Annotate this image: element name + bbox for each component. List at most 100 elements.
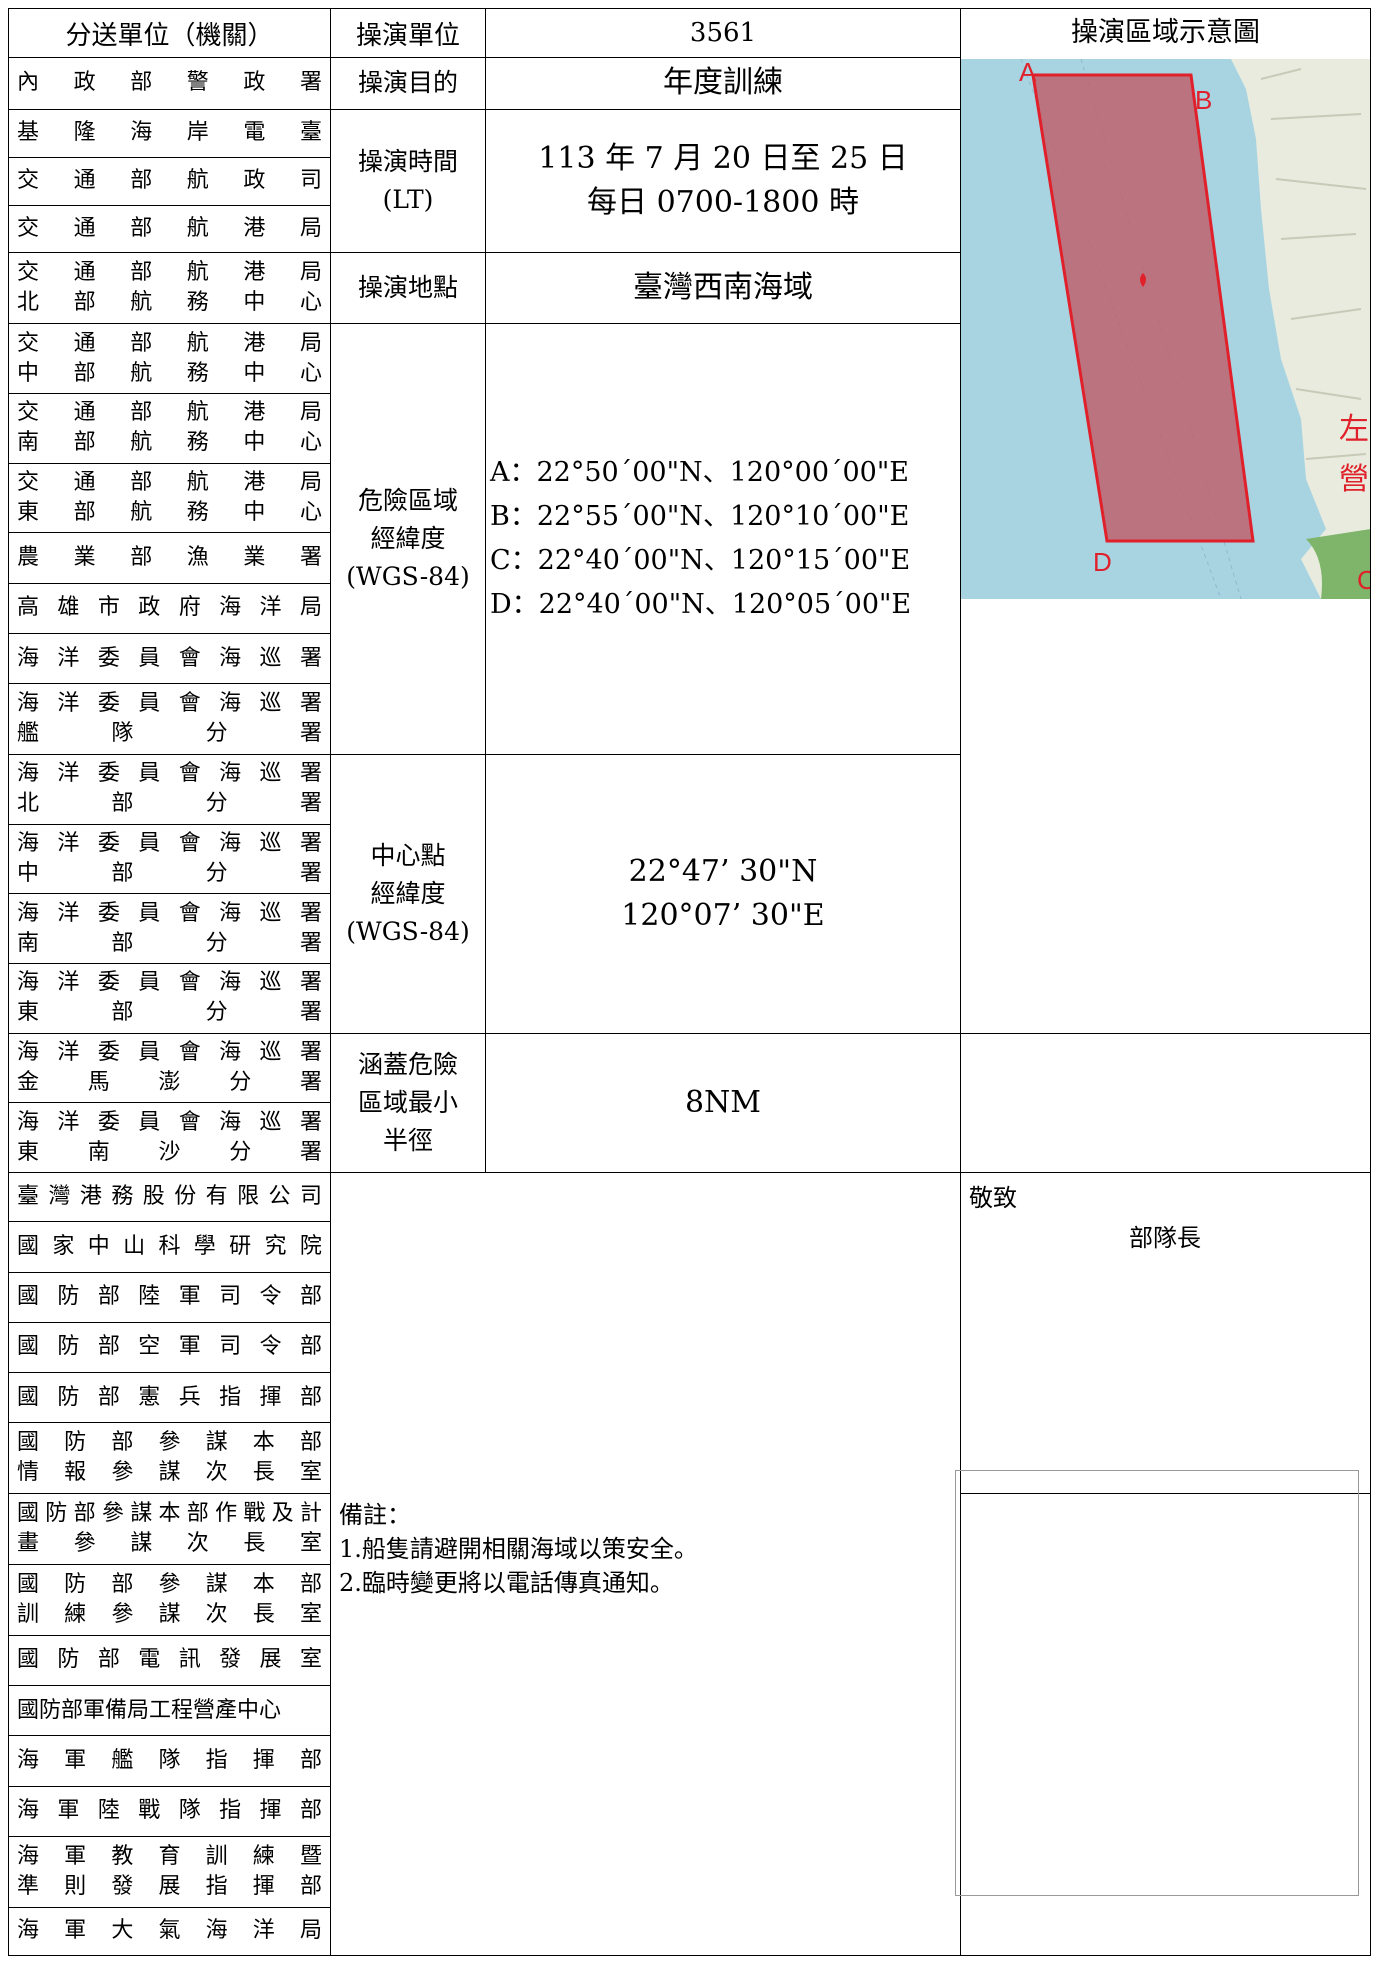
recipient-char: 情 (17, 1460, 40, 1486)
recipient-char: 長 (243, 1531, 266, 1557)
recipient-char: 心 (299, 500, 322, 526)
recipient-char: 中 (243, 500, 266, 526)
recipient-row: 農業部漁業署 (8, 532, 331, 584)
recipient-char: 員 (138, 691, 161, 717)
recipient-line: 海洋委員會海巡署 (17, 689, 322, 719)
recipient-char: 洋 (57, 1040, 80, 1066)
recipient-char: 限 (237, 1184, 260, 1210)
recipient-char: 務 (186, 360, 209, 386)
recipient-char: 航 (130, 290, 153, 316)
recipient-char: 海 (219, 900, 242, 926)
recipient-char: 隊 (178, 1798, 201, 1824)
recipient-char: 訓 (205, 1843, 228, 1869)
recipient-char: 市 (97, 595, 120, 621)
recipient-line: 海洋委員會海巡署 (17, 1108, 322, 1138)
purpose-label: 操演目的 (330, 57, 486, 110)
recipient-char: 海 (17, 970, 40, 996)
recipient-char: 部 (111, 1571, 134, 1597)
danger-label-line2: 經緯度 (370, 524, 446, 554)
recipient-char: 署 (299, 831, 322, 857)
recipient-char: 艦 (111, 1747, 134, 1773)
recipient-line: 海洋委員會海巡署 (17, 759, 322, 789)
point-a: A：22°50´00"N、120°00´00"E (490, 457, 909, 489)
recipient-char: 空 (138, 1334, 161, 1360)
recipient-line: 國防部參謀本部 (17, 1570, 322, 1600)
recipient-char: 部 (73, 1501, 96, 1527)
recipient-char: 航 (186, 168, 209, 193)
recipient-char: 署 (299, 761, 322, 787)
recipient-char: 中 (87, 1233, 110, 1259)
recipient-char: 部 (73, 430, 96, 456)
recipient-char: 交 (17, 168, 40, 193)
recipient-char: 巡 (259, 761, 282, 787)
recipient-char: 海 (17, 1798, 40, 1824)
recipient-char: 大 (111, 1918, 134, 1944)
recipient-char: 長 (252, 1601, 275, 1627)
recipient-char: 揮 (252, 1747, 275, 1773)
time-value-line2: 每日 0700-1800 時 (587, 185, 859, 220)
recipient-row: 國防部陸軍司令部 (8, 1271, 331, 1323)
recipient-char: 會 (178, 970, 201, 996)
recipient-row: 交通部航港局南部航務中心 (8, 393, 331, 464)
salute-line2: 部隊長 (1129, 1224, 1201, 1253)
recipient-char: 署 (299, 691, 322, 717)
recipient-char: 謀 (130, 1501, 153, 1527)
recipient-char: 署 (299, 930, 322, 956)
recipient-char: 陸 (138, 1284, 161, 1310)
recipient-char: 署 (299, 1070, 322, 1096)
recipient-char: 局 (299, 470, 322, 496)
recipient-char: 院 (299, 1233, 322, 1259)
recipient-char: 洋 (57, 900, 80, 926)
recipient-char: 司 (219, 1284, 242, 1310)
recipient-char: 暨 (299, 1843, 322, 1869)
recipient-char: 電 (138, 1647, 161, 1673)
center-label-line3: (WGS-84) (346, 916, 470, 946)
recipient-char: 次 (186, 1531, 209, 1557)
coast-label-1: 左 (1339, 412, 1369, 447)
recipient-line: 中部航務中心 (17, 359, 322, 389)
recipient-char: 有 (205, 1184, 228, 1210)
recipients-header: 分送單位（機關） (8, 7, 331, 59)
recipient-char: 巡 (259, 691, 282, 717)
recipient-char: 部 (130, 330, 153, 356)
recipient-row: 交通部航港局東部航務中心 (8, 462, 331, 534)
recipient-char: 部 (299, 1873, 322, 1899)
recipient-char: 員 (138, 831, 161, 857)
recipient-row: 國防部空軍司令部 (8, 1321, 331, 1374)
danger-label-line3: (WGS-84) (346, 562, 470, 592)
recipient-line: 訓練參謀次長室 (17, 1600, 322, 1630)
recipient-row: 國防部參謀本部訓練參謀次長室 (8, 1563, 331, 1636)
recipient-char: 基 (17, 120, 40, 146)
recipient-char: 務 (186, 290, 209, 316)
recipient-char: 家 (52, 1233, 75, 1259)
blank-lower-cell (960, 1493, 1371, 1956)
recipient-char: 會 (178, 645, 201, 671)
recipient-char: 電 (243, 120, 266, 146)
recipient-char: 部 (130, 168, 153, 193)
recipient-char: 隊 (111, 721, 134, 747)
recipient-char: 本 (158, 1501, 181, 1527)
recipient-char: 揮 (259, 1384, 282, 1410)
recipient-char: 部 (73, 360, 96, 386)
recipient-char: 部 (299, 1747, 322, 1773)
recipient-char: 長 (252, 1460, 275, 1486)
recipient-char: 航 (130, 430, 153, 456)
recipient-char: 洋 (57, 831, 80, 857)
recipient-char: 海 (219, 595, 242, 621)
recipient-row: 交通部航港局中部航務中心 (8, 323, 331, 394)
recipient-char: 訓 (17, 1601, 40, 1627)
recipient-char: 中 (17, 861, 40, 887)
recipient-line: 東部分署 (17, 998, 322, 1028)
point-b: B：22°55´00"N、120°10´00"E (490, 501, 910, 533)
recipient-char: 謀 (158, 1460, 181, 1486)
recipient-char: 海 (219, 831, 242, 857)
recipient-char: 艦 (17, 721, 40, 747)
recipient-char: 訊 (178, 1647, 201, 1673)
recipient-char: 會 (178, 831, 201, 857)
recipient-line: 海洋委員會海巡署 (17, 1038, 322, 1068)
recipient-char: 洋 (57, 1109, 80, 1135)
recipient-char: 作 (215, 1501, 238, 1527)
recipient-char: 則 (64, 1873, 87, 1899)
radius-value: 8NM (485, 1032, 961, 1174)
recipient-row: 海洋委員會海巡署東部分署 (8, 963, 331, 1034)
